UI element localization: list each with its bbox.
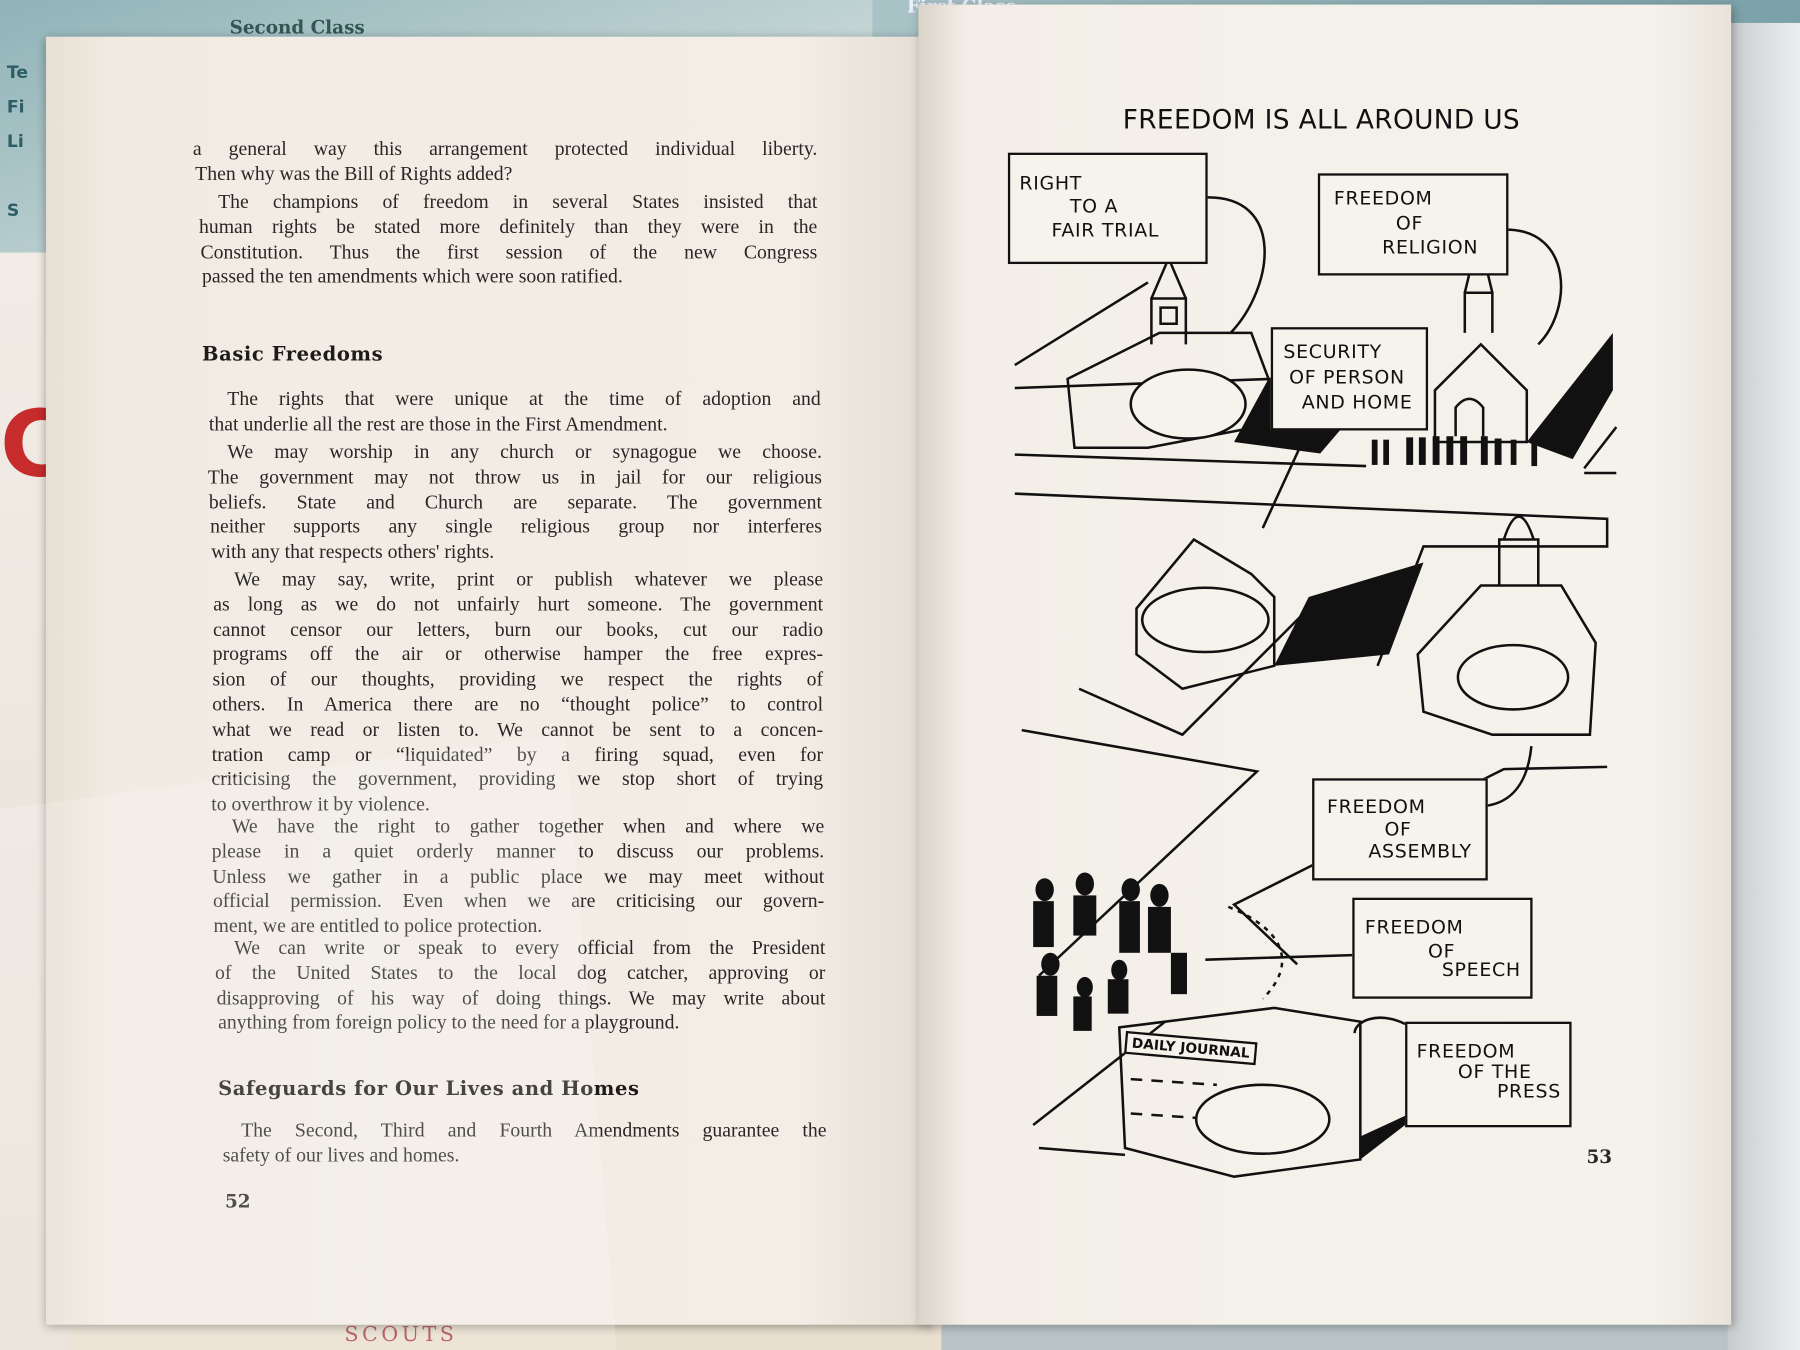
text-line: The champions of freedom in several Stat… <box>218 190 818 213</box>
label-speech-line: FREEDOM <box>1364 916 1464 938</box>
text-line: programs off the air or otherwise hamper… <box>212 643 824 666</box>
side-letter: Li <box>6 130 24 152</box>
label-press-line: FREEDOM <box>1416 1040 1516 1062</box>
text-line: cannot censor our letters, burn our book… <box>213 618 824 641</box>
text-line: to overthrow it by violence. <box>211 793 430 816</box>
background-right-strip <box>1727 22 1800 1350</box>
text-line: safety of our lives and homes. <box>222 1144 460 1167</box>
text-line: what we read or listen to. We cannot be … <box>211 718 824 741</box>
text-line: tration camp or “liquidated” by a firing… <box>211 743 824 766</box>
label-assembly <box>1312 778 1488 881</box>
label-religion <box>1317 173 1509 276</box>
label-assembly-line: FREEDOM <box>1327 795 1426 818</box>
connector-line <box>1353 1016 1406 1034</box>
text-line: We can write or speak to every official … <box>234 936 826 959</box>
text-line: We have the right to gather together whe… <box>231 815 825 837</box>
text-line: with any that respects others' rights. <box>211 540 495 563</box>
text-line: ment, we are entitled to police protecti… <box>213 915 543 937</box>
shadow <box>1526 332 1613 460</box>
connector-line <box>1205 953 1353 961</box>
crowd-assembly <box>1033 872 1187 1031</box>
label-security-line: SECURITY <box>1283 340 1382 363</box>
courtroom-bubble <box>1129 368 1247 440</box>
text-line: Constitution. Thus the first session of … <box>200 240 818 263</box>
text-line: Unless we gather in a public place we ma… <box>212 865 825 887</box>
crowd-religion <box>1371 436 1538 467</box>
road-line <box>1583 426 1618 470</box>
text-line: Then why was the Bill of Rights added? <box>195 162 513 185</box>
text-line: sion of our thoughts, providing we respe… <box>212 668 824 691</box>
text-line: human rights be stated more definitely t… <box>198 215 818 238</box>
text-line: please in a quiet orderly manner to disc… <box>211 840 825 862</box>
label-fair-trial-line: FAIR TRIAL <box>1051 219 1160 242</box>
label-religion-line: FREEDOM <box>1333 187 1433 209</box>
label-press-line: OF THE <box>1457 1060 1532 1083</box>
text-line: that underlie all the rest are those in … <box>208 413 668 435</box>
label-security-line: AND HOME <box>1301 391 1413 414</box>
connector-line <box>1205 196 1266 334</box>
dotted-path <box>1227 905 1284 1000</box>
text-line: We may worship in any church or synagogu… <box>227 440 822 463</box>
text-line: The government may not throw us in jail … <box>207 465 822 488</box>
label-press-line: PRESS <box>1496 1080 1561 1103</box>
text-line: We may say, write, print or publish what… <box>234 568 824 591</box>
side-letter: Fi <box>6 96 25 118</box>
meeting-hall <box>1416 584 1597 736</box>
label-fair-trial-line: TO A <box>1069 195 1119 217</box>
text-line: disapproving of his way of doing things.… <box>216 986 826 1009</box>
text-line: criticising the government, providing we… <box>211 768 824 791</box>
text-line: a general way this arrangement protected… <box>192 137 818 160</box>
side-letter: S <box>6 199 20 221</box>
bottom-scouts-text: SCOUTS <box>344 1322 458 1347</box>
house <box>1135 537 1276 691</box>
label-security <box>1270 327 1429 431</box>
label-security-line: OF PERSON <box>1289 366 1405 389</box>
text-line: beliefs. State and Church are separate. … <box>208 490 822 513</box>
label-speech-line: SPEECH <box>1441 958 1521 981</box>
label-press <box>1405 1021 1572 1128</box>
text-line: The Second, Third and Fourth Amendments … <box>241 1119 827 1142</box>
side-letter: Te <box>6 61 29 83</box>
text-line: as long as we do not unfairly hurt someo… <box>213 593 824 616</box>
connector-line <box>1485 746 1533 808</box>
press-bubble <box>1194 1083 1331 1155</box>
road-line <box>1021 728 1260 977</box>
side-letters: Te Fi Li S <box>7 55 28 227</box>
plastic-sheet-overlay <box>0 734 618 1350</box>
text-line: The rights that were unique at the time … <box>227 388 821 410</box>
assembly-bubble <box>1456 643 1570 711</box>
label-speech-line: OF <box>1428 940 1456 962</box>
shadow <box>1274 562 1424 666</box>
text-line: anything from foreign policy to the need… <box>218 1011 680 1034</box>
heading-safeguards: Safeguards for Our Lives and Homes <box>218 1077 640 1101</box>
road-line <box>1014 281 1149 367</box>
label-assembly-line: OF <box>1384 818 1412 841</box>
left-page <box>45 36 933 1325</box>
label-assembly-line: ASSEMBLY <box>1368 840 1472 863</box>
connector-line <box>1506 228 1563 346</box>
label-religion-line: RELIGION <box>1382 236 1479 259</box>
label-speech <box>1352 897 1533 999</box>
page-number-left: 52 <box>225 1190 251 1213</box>
text-line: of the United States to the local dog ca… <box>215 961 826 984</box>
text-line: neither supports any single religious gr… <box>210 515 822 538</box>
label-fair-trial <box>1007 152 1208 265</box>
road-line <box>1038 1146 1126 1157</box>
road-line <box>1014 453 1367 468</box>
illustration-title: FREEDOM IS ALL AROUND US <box>1122 105 1521 136</box>
home-bubble <box>1140 586 1270 654</box>
label-fair-trial-line: RIGHT <box>1019 172 1083 195</box>
top-tab-left-label: Second Class <box>229 16 365 38</box>
text-line: official permission. Even when we are cr… <box>212 890 825 912</box>
text-line: others. In America there are no “thought… <box>212 693 824 716</box>
newspaper-building <box>1117 1006 1362 1178</box>
church <box>1433 342 1529 444</box>
label-religion-line: OF <box>1395 212 1424 235</box>
heading-basic-freedoms: Basic Freedoms <box>202 343 384 367</box>
page-number-right: 53 <box>1586 1145 1613 1168</box>
text-line: passed the ten amendments which were soo… <box>202 265 623 288</box>
